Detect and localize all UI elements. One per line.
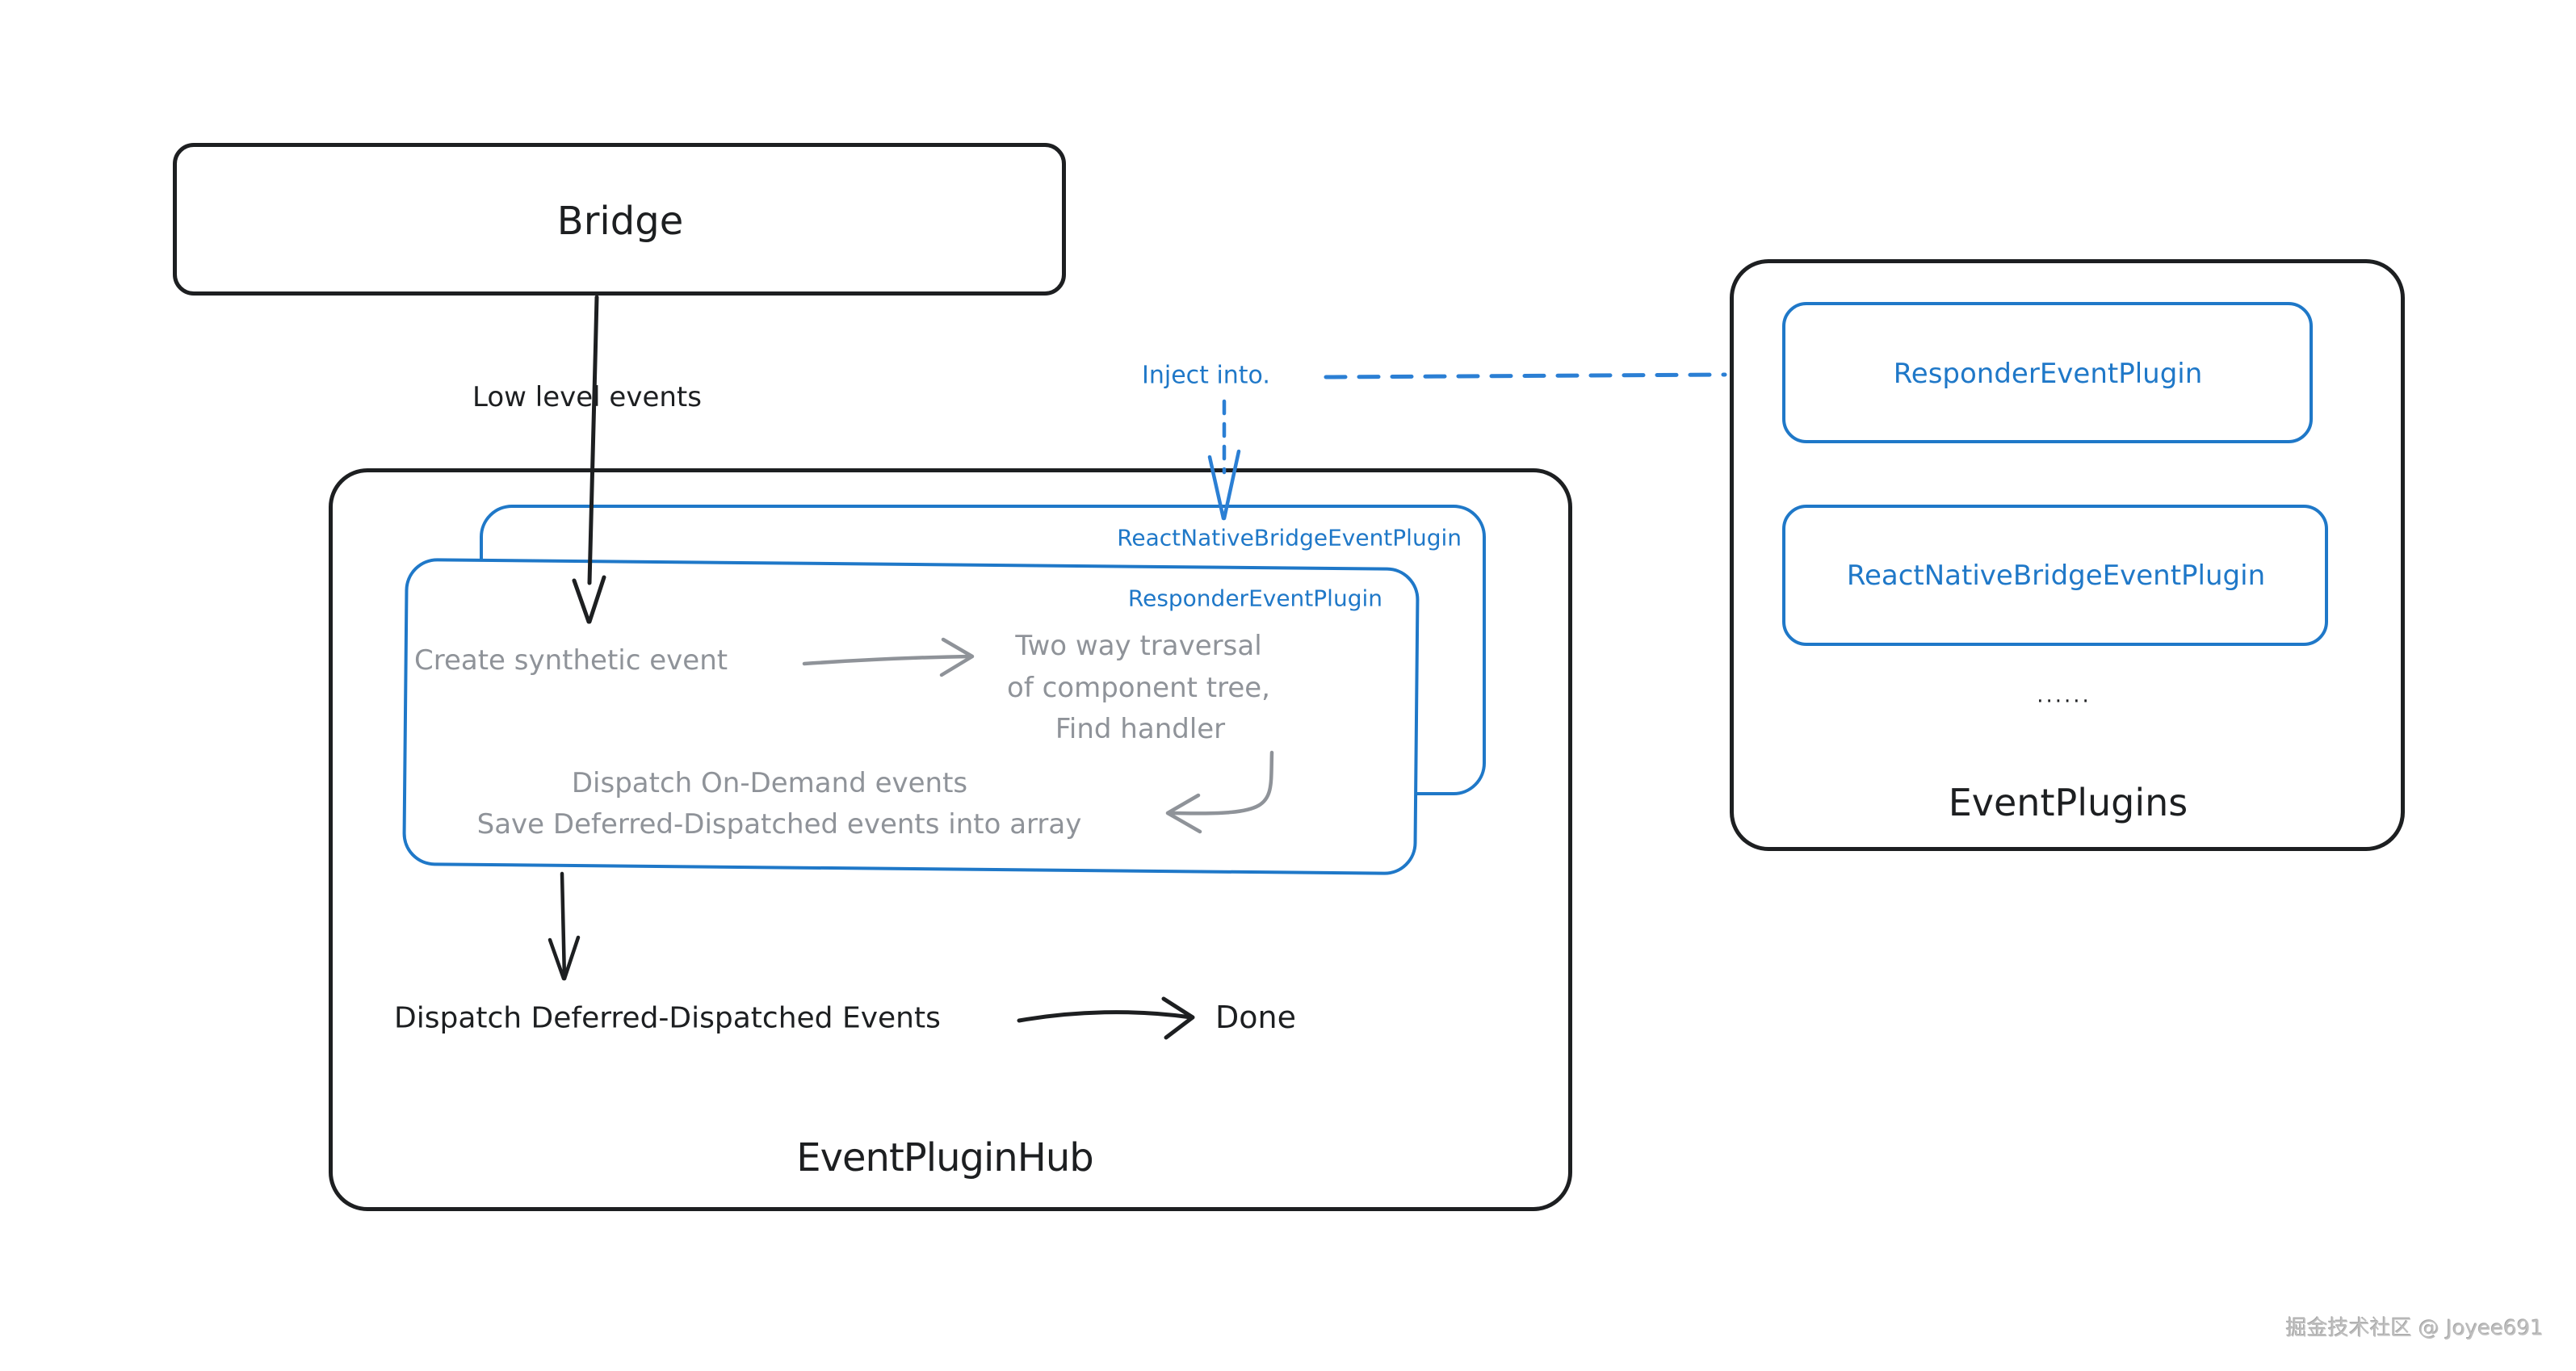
dispatch-deferred-events-label: Dispatch Deferred-Dispatched Events [394,1001,941,1035]
event-plugins-title: EventPlugins [1948,781,2188,824]
bridge-node [173,143,1066,296]
traversal-label-line1: Two way traversal [1015,630,1262,662]
done-label: Done [1215,1000,1296,1035]
dispatch-on-demand-label: Dispatch On-Demand events [571,767,968,799]
responder-event-plugin-item-label: ResponderEventPlugin [1893,358,2203,390]
responder-event-plugin-card-label: ResponderEventPlugin [1127,585,1382,612]
responder-event-plugin-item [1782,302,2313,443]
watermark-label: 掘金技术社区 @ Joyee691 [2285,1316,2544,1341]
bridge-label: Bridge [556,199,684,244]
save-deferred-events-label: Save Deferred-Dispatched events into arr… [476,808,1082,841]
event-plugin-hub-title: EventPluginHub [796,1135,1093,1180]
react-native-bridge-event-plugin-card-label: ReactNativeBridgeEventPlugin [1117,524,1462,551]
more-plugins-ellipsis: ······ [2037,690,2091,714]
traversal-label-line3: Find handler [1055,713,1226,745]
low-level-events-edge-label: Low level events [472,381,702,413]
create-synthetic-event-label: Create synthetic event [414,644,728,677]
react-native-bridge-event-plugin-item-label: ReactNativeBridgeEventPlugin [1846,560,2266,592]
inject-into-edge-label: Inject into. [1142,361,1270,390]
react-native-bridge-event-plugin-item [1782,505,2328,646]
traversal-label-line2: of component tree, [1007,672,1270,704]
